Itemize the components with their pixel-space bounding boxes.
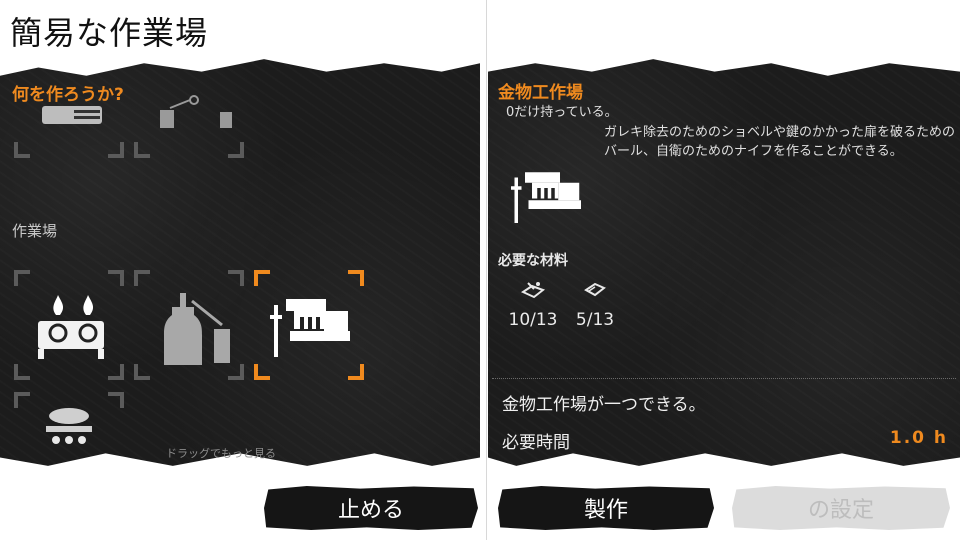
description-line-2: バール、自衛のためのナイフを作ることができる。: [604, 144, 903, 159]
material-scrap: 10/13: [508, 278, 558, 330]
build-list-panel[interactable]: [0, 59, 480, 466]
materials-label: 必要な材料: [498, 253, 568, 269]
distiller-large-icon: [164, 293, 230, 365]
craft-button[interactable]: 製作: [498, 486, 714, 530]
vise-icon: [270, 299, 350, 357]
detail-separator: [492, 378, 956, 379]
detail-vise-icon: [511, 172, 581, 223]
description-line-1: ガレキ除去のためのショベルや鍵のかかった扉を破るための: [604, 125, 956, 140]
cooking-pot-icon: [42, 106, 102, 124]
detail-heading: 金物工作場: [498, 83, 583, 103]
page-title: 簡易な作業場: [10, 14, 209, 52]
stop-button[interactable]: 止める: [264, 486, 478, 530]
slot-stove[interactable]: [14, 270, 124, 380]
detail-panel: [488, 59, 960, 466]
slot-distiller[interactable]: [134, 270, 244, 380]
slot-water-boiler[interactable]: [14, 392, 124, 462]
time-value: 1.0 h: [889, 428, 948, 448]
section-label-workshop: 作業場: [12, 222, 58, 240]
scrap-parts-icon: [520, 282, 546, 299]
slot-cooking-pot[interactable]: [14, 48, 124, 158]
slot-metal-workshop[interactable]: [254, 270, 364, 380]
owned-count: 0だけ持っている。: [506, 105, 618, 120]
wood-planks-icon: [584, 282, 606, 297]
distiller-icon: [160, 95, 232, 128]
drag-hint: ドラッグでもっと見る: [166, 447, 276, 460]
material-scrap-count: 10/13: [508, 310, 558, 330]
material-wood: 5/13: [572, 278, 618, 330]
material-wood-count: 5/13: [575, 310, 615, 330]
time-label: 必要時間: [502, 433, 570, 453]
stove-icon: [38, 295, 104, 359]
settings-button[interactable]: の設定: [732, 486, 950, 530]
center-divider: [486, 0, 487, 540]
slot-distiller-small[interactable]: [134, 48, 244, 158]
craft-result: 金物工作場が一つできる。: [502, 395, 706, 415]
water-boiler-icon: [46, 408, 92, 444]
build-list-heading: 何を作ろうか?: [12, 85, 124, 105]
